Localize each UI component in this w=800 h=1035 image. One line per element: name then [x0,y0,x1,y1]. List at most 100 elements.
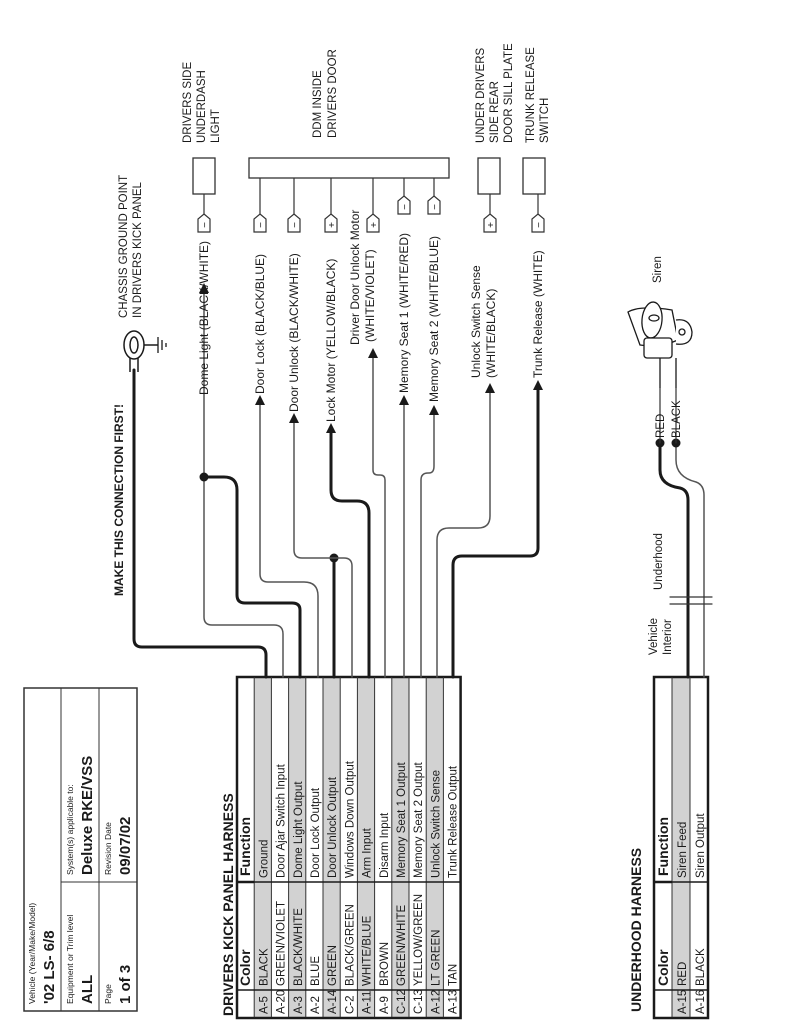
wire-windows-down [333,557,353,678]
pin-cell: C-12 [396,989,408,1014]
function-cell: Dome Light Output [293,781,305,878]
underdash-line3: LIGHT [210,109,222,143]
splice-dot [199,472,209,482]
svg-text:+: + [369,222,380,228]
wires [132,289,713,679]
row-shade [672,677,690,1018]
page-value: 1 of 3 [117,965,134,1004]
row-shade [323,677,341,1018]
ground-point-line2: IN DRIVERS KICK PANEL [132,181,144,318]
function-cell: Windows Down Output [344,760,356,878]
vehicle-label: Vehicle (Year/Make/Model) [27,903,37,1004]
trunk-switch-line1: TRUNK RELEASE [525,47,537,143]
color-cell: YELLOW/GREEN [413,894,425,986]
function-cell: Memory Seat 1 Output [396,762,408,878]
minus-terminal-icon: − [397,195,411,215]
arrow-icon [533,380,543,390]
svg-text:−: − [534,222,545,228]
ddm-line2: DRIVERS DOOR [327,49,339,138]
pin-cell: A-3 [293,996,305,1014]
wire-memory-seat-2 [420,411,435,678]
wire-driver-unlock [372,354,386,678]
minus-terminal-icon: − [427,195,441,215]
siren-black-label: BLACK [671,400,683,438]
systems-value: Deluxe RKE/VSS [79,756,96,875]
header-function: Function [237,817,253,876]
trunk-switch-line2: SWITCH [539,98,551,143]
plus-terminal-icon: + [366,213,380,233]
sill-line3: DOOR SILL PLATE [503,43,515,143]
pin-cell: A-15 [677,990,689,1014]
trunk-release-label: Trunk Release (WHITE) [531,250,545,378]
wire-ground [132,368,268,679]
wire-trunk-release [451,386,540,679]
underhood-row: A-16 BLACK Siren Output [695,813,707,1014]
wire-unlock-sense [436,389,491,678]
siren-red-label: RED [655,414,667,438]
svg-text:−: − [430,204,441,210]
svg-text:−: − [400,204,411,210]
function-cell: Disarm Input [379,812,391,878]
equipment-value: ALL [79,975,96,1004]
pin-cell: A-20 [276,990,288,1014]
color-cell: TAN [448,964,460,986]
function-cell: Memory Seat 2 Output [413,762,425,878]
equipment-label: Equipment or Trim level [65,915,75,1004]
underhood-label: Underhood [653,533,665,590]
systems-label: System(s) applicable to: [65,784,75,875]
color-cell: BLACK/WHITE [293,908,305,986]
function-cell: Trunk Release Output [448,765,460,878]
pin-cell: A-5 [258,996,270,1014]
header-function: Function [655,817,671,876]
wire-dome-light-output [202,475,302,679]
vehicle-interior-line2: Interior [662,619,674,655]
revision-value: 09/07/02 [117,817,134,875]
color-cell: WHITE/BLUE [362,915,374,986]
wire-lock-motor [329,428,371,679]
ground-symbol-icon [157,337,167,353]
wire-door-unlock [293,419,335,559]
underdash-line1: DRIVERS SIDE [182,62,194,143]
arrow-icon [255,395,265,405]
function-cell: Siren Output [695,813,707,878]
sill-plate-connector [477,157,501,195]
arrow-icon [399,395,409,405]
arrow-icon [326,423,336,433]
revision-label: Revision Date [103,822,113,875]
header-color: Color [655,949,671,986]
arrow-icon [429,405,439,415]
row-shade [357,677,375,1018]
arrowheads [199,283,543,433]
pin-cell: A-2 [310,996,322,1014]
arrow-icon [199,283,209,293]
wire-door-ajar [203,289,284,678]
svg-text:−: − [290,222,301,228]
function-cell: Door Unlock Output [327,776,339,878]
pin-cell: A-16 [695,990,707,1014]
underhood-title: UNDERHOOD HARNESS [628,848,644,1012]
minus-terminal-icon: − [253,213,267,233]
wire-siren-black [675,442,705,678]
memory-seat-1-label: Memory Seat 1 (WHITE/RED) [397,233,411,393]
ground-warning: MAKE THIS CONNECTION FIRST! [112,404,126,596]
dome-light-label: Dome Light (BLACK/WHITE) [197,241,211,395]
kick-panel-row: A-3 BLACK/WHITE Dome Light Output [293,781,305,1014]
pin-cell: A-12 [430,990,442,1014]
underdash-line2: UNDERDASH [196,70,208,143]
row-shade [254,677,272,1018]
function-cell: Siren Feed [677,822,689,878]
memory-seat-2-label: Memory Seat 2 (WHITE/BLUE) [427,236,441,402]
color-cell: BLACK [695,948,707,986]
wire-door-lock [259,401,319,678]
color-cell: BLUE [310,956,322,986]
